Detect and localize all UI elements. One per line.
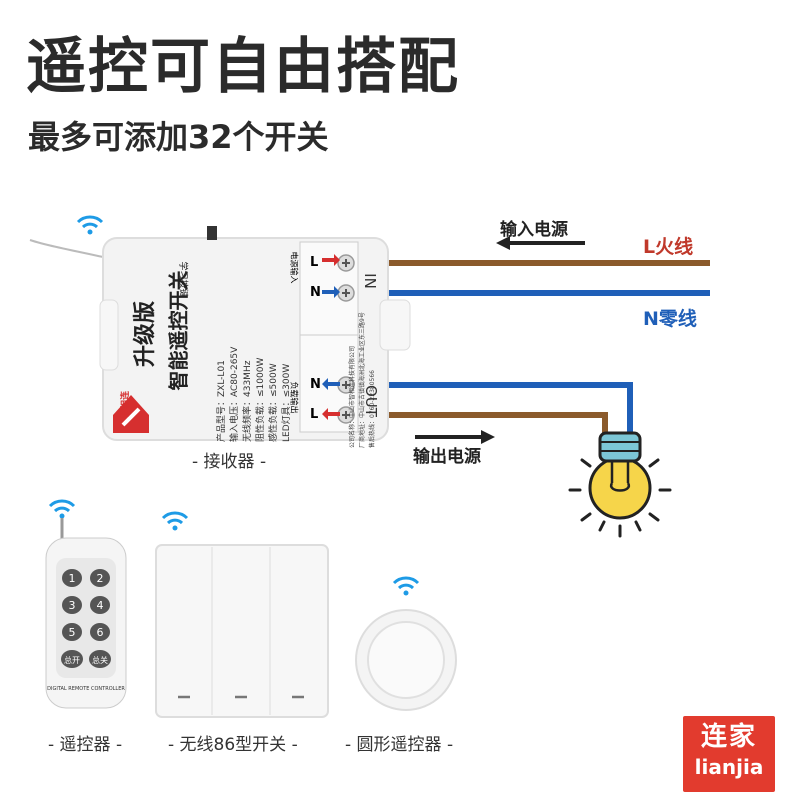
remote-btn-2: 2: [97, 572, 104, 585]
remote-btn-1: 1: [69, 572, 76, 585]
remote-btn-all-on: 总开: [64, 655, 80, 665]
load-out-label: 负载输出: [289, 381, 299, 414]
wifi-signal-icon: [161, 511, 189, 531]
live-wire-label: L火线: [643, 236, 694, 258]
spec-frequency: 无线频率：433MHz: [243, 360, 253, 442]
output-arrow: [415, 430, 495, 444]
remote-brand-text: DIGITAL REMOTE CONTROLLER: [47, 686, 125, 692]
learn-key-label: 学习按键: [177, 261, 188, 298]
wifi-signal-icon: [76, 215, 104, 235]
power-in-label: 电源输入: [289, 251, 299, 284]
terminal-L-in: L: [310, 255, 319, 270]
antenna-cable: [29, 239, 109, 259]
maker-name: 公司名称：中山市智相连科技有限公司: [349, 345, 356, 448]
input-power-label: 输入电源: [500, 220, 568, 240]
spec-model: 产品型号：ZXL-L01: [217, 360, 227, 442]
remote-btn-3: 3: [69, 599, 76, 612]
wifi-signal-icon: [48, 499, 76, 519]
spec-led: LED灯具：≤300W: [282, 363, 292, 442]
spec-resistive: 阻性负载：≤1000W: [256, 357, 266, 442]
terminal-L-out: L: [310, 407, 319, 422]
in-label: IN: [360, 273, 379, 289]
wall-switch-caption: - 无线86型开关 -: [168, 735, 298, 755]
receiver-label-area: 升级版 智能遥控开关 产品型号：ZXL-L01 输入电压：AC80-265V 无…: [103, 238, 376, 448]
remote-btn-all-off: 总关: [92, 655, 108, 665]
receiver-logo-text: 智相连: [121, 390, 132, 419]
out-label: OUT: [361, 385, 380, 417]
brand-en: lianjia: [694, 755, 764, 779]
receiver-specs: 产品型号：ZXL-L01 输入电压：AC80-265V 无线频率：433MHz …: [216, 272, 294, 442]
round-remote[interactable]: [350, 565, 470, 715]
terminal-N-out: N: [310, 377, 321, 392]
neutral-wire-label: N零线: [643, 308, 697, 330]
brand-cn: 连家: [700, 722, 757, 752]
round-remote-caption: - 圆形遥控器 -: [345, 735, 454, 755]
remote-caption: - 遥控器 -: [48, 735, 123, 755]
receiver-device: [99, 226, 411, 441]
remote-controller[interactable]: 1 2 3 4 5 6 总开 总关 DIGITAL REMOTE CONTROLLER: [20, 490, 140, 720]
brand-badge: 连家 lianjia: [683, 716, 775, 792]
wall-switch-86[interactable]: [150, 505, 340, 720]
receiver-caption: - 接收器 -: [192, 452, 267, 472]
wifi-signal-icon: [392, 576, 420, 596]
output-power-label: 输出电源: [413, 447, 481, 467]
page-subtitle: 最多可添加32个开关: [28, 118, 329, 156]
light-bulb-icon: [568, 431, 672, 538]
remote-btn-4: 4: [97, 599, 104, 612]
remote-btn-6: 6: [97, 626, 104, 639]
spec-inductive: 感性负载：≤500W: [269, 363, 279, 442]
terminal-N-in: N: [310, 285, 321, 300]
brand-logo-icon: [113, 395, 149, 433]
receiver-name-line1: 升级版: [133, 301, 158, 368]
neutral-wire-out: [360, 382, 633, 440]
input-arrow: [496, 236, 585, 250]
page-title: 遥控可自由搭配: [26, 32, 460, 102]
spec-voltage: 输入电压：AC80-265V: [230, 346, 240, 442]
remote-btn-5: 5: [69, 626, 76, 639]
